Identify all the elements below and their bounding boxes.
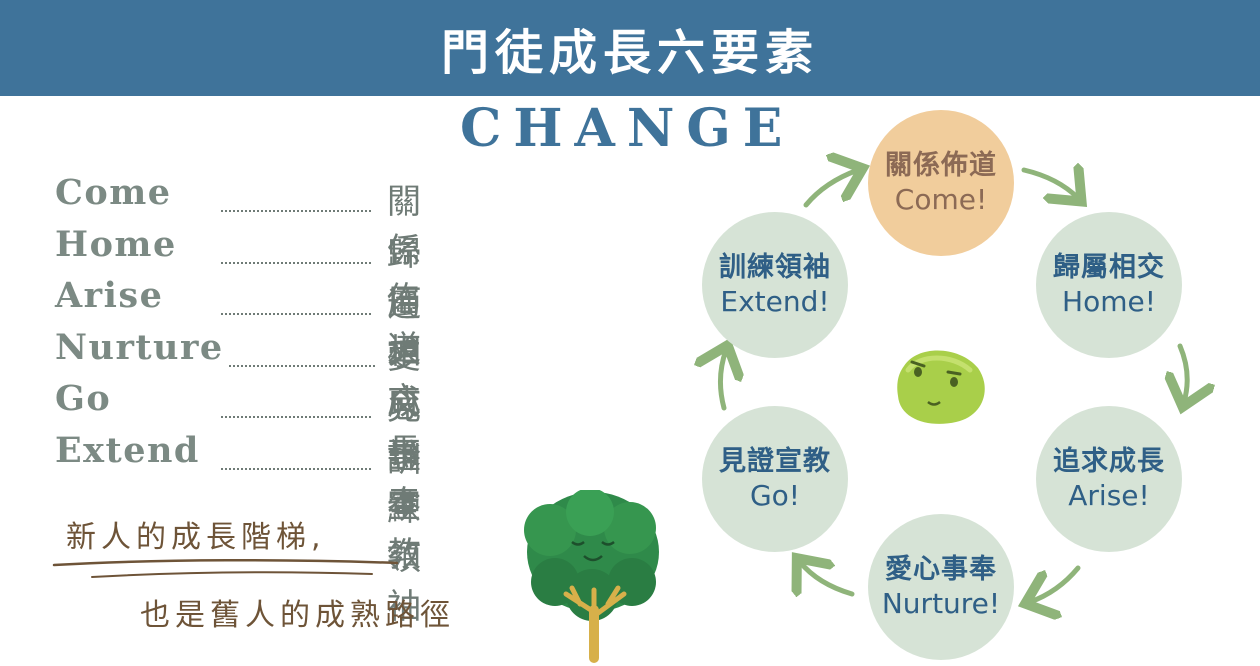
cycle-node-home: 歸屬相交 Home! [1036, 212, 1182, 358]
list-item-zh: 關係佈道 [387, 182, 427, 369]
cycle-node-nurture: 愛心事奉 Nurture! [868, 514, 1014, 660]
page-title: 門徒成長六要素 [440, 25, 819, 81]
cycle-node-en: Home! [1062, 285, 1156, 318]
cycle-node-come: 關係佈道 Come! [868, 110, 1014, 256]
list-item-zh: 訓練領袖 [387, 439, 427, 627]
cycle-node-zh: 見證宣教 [719, 446, 831, 477]
cycle-node-extend: 訓練領袖 Extend! [702, 212, 848, 358]
list-item-en: Go [55, 378, 112, 419]
list-item-zh: 愛心事奉 [387, 336, 427, 524]
cycle-node-zh: 關係佈道 [885, 150, 997, 181]
list-item-zh: 追求成長 [387, 285, 427, 472]
cycle-node-en: Arise! [1068, 479, 1150, 512]
dotted-leader [221, 313, 371, 315]
cycle-node-zh: 愛心事奉 [885, 554, 997, 585]
handwritten-line-2: 也是舊人的成熟路徑 [140, 598, 455, 633]
cycle-node-zh: 訓練領袖 [719, 252, 831, 283]
cycle-node-en: Nurture! [881, 587, 1001, 620]
list-item-en: Come [55, 172, 172, 213]
list-item-en: Home [55, 223, 177, 265]
dotted-leader [221, 261, 371, 264]
list-item-en: Extend [55, 429, 200, 471]
cycle-node-arise: 追求成長 Arise! [1036, 406, 1182, 552]
dotted-leader [221, 467, 371, 470]
dotted-leader [221, 416, 371, 418]
cycle-node-en: Go! [749, 479, 801, 512]
cycle-node-go: 見證宣教 Go! [702, 406, 848, 552]
bean-character [897, 350, 985, 424]
list-item-zh: 歸屬相交 [387, 233, 427, 421]
dotted-leader [229, 364, 375, 367]
cycle-node-en: Extend! [720, 285, 830, 318]
cycle-node-en: Come! [894, 183, 988, 216]
tree-illustration [524, 490, 659, 663]
list-item-en: Nurture [55, 326, 224, 368]
cycle-node-zh: 追求成長 [1053, 446, 1165, 477]
list-item-en: Arise [55, 275, 164, 316]
header-banner: 門徒成長六要素 [0, 0, 1260, 96]
change-subtitle: CHANGE [460, 98, 795, 159]
handwritten-line-1: 新人的成長階梯, [66, 520, 326, 555]
cycle-node-zh: 歸屬相交 [1053, 252, 1165, 283]
list-item-zh: 見證宣教 [387, 388, 427, 575]
dotted-leader [221, 210, 371, 212]
handwritten-underline [52, 558, 399, 578]
